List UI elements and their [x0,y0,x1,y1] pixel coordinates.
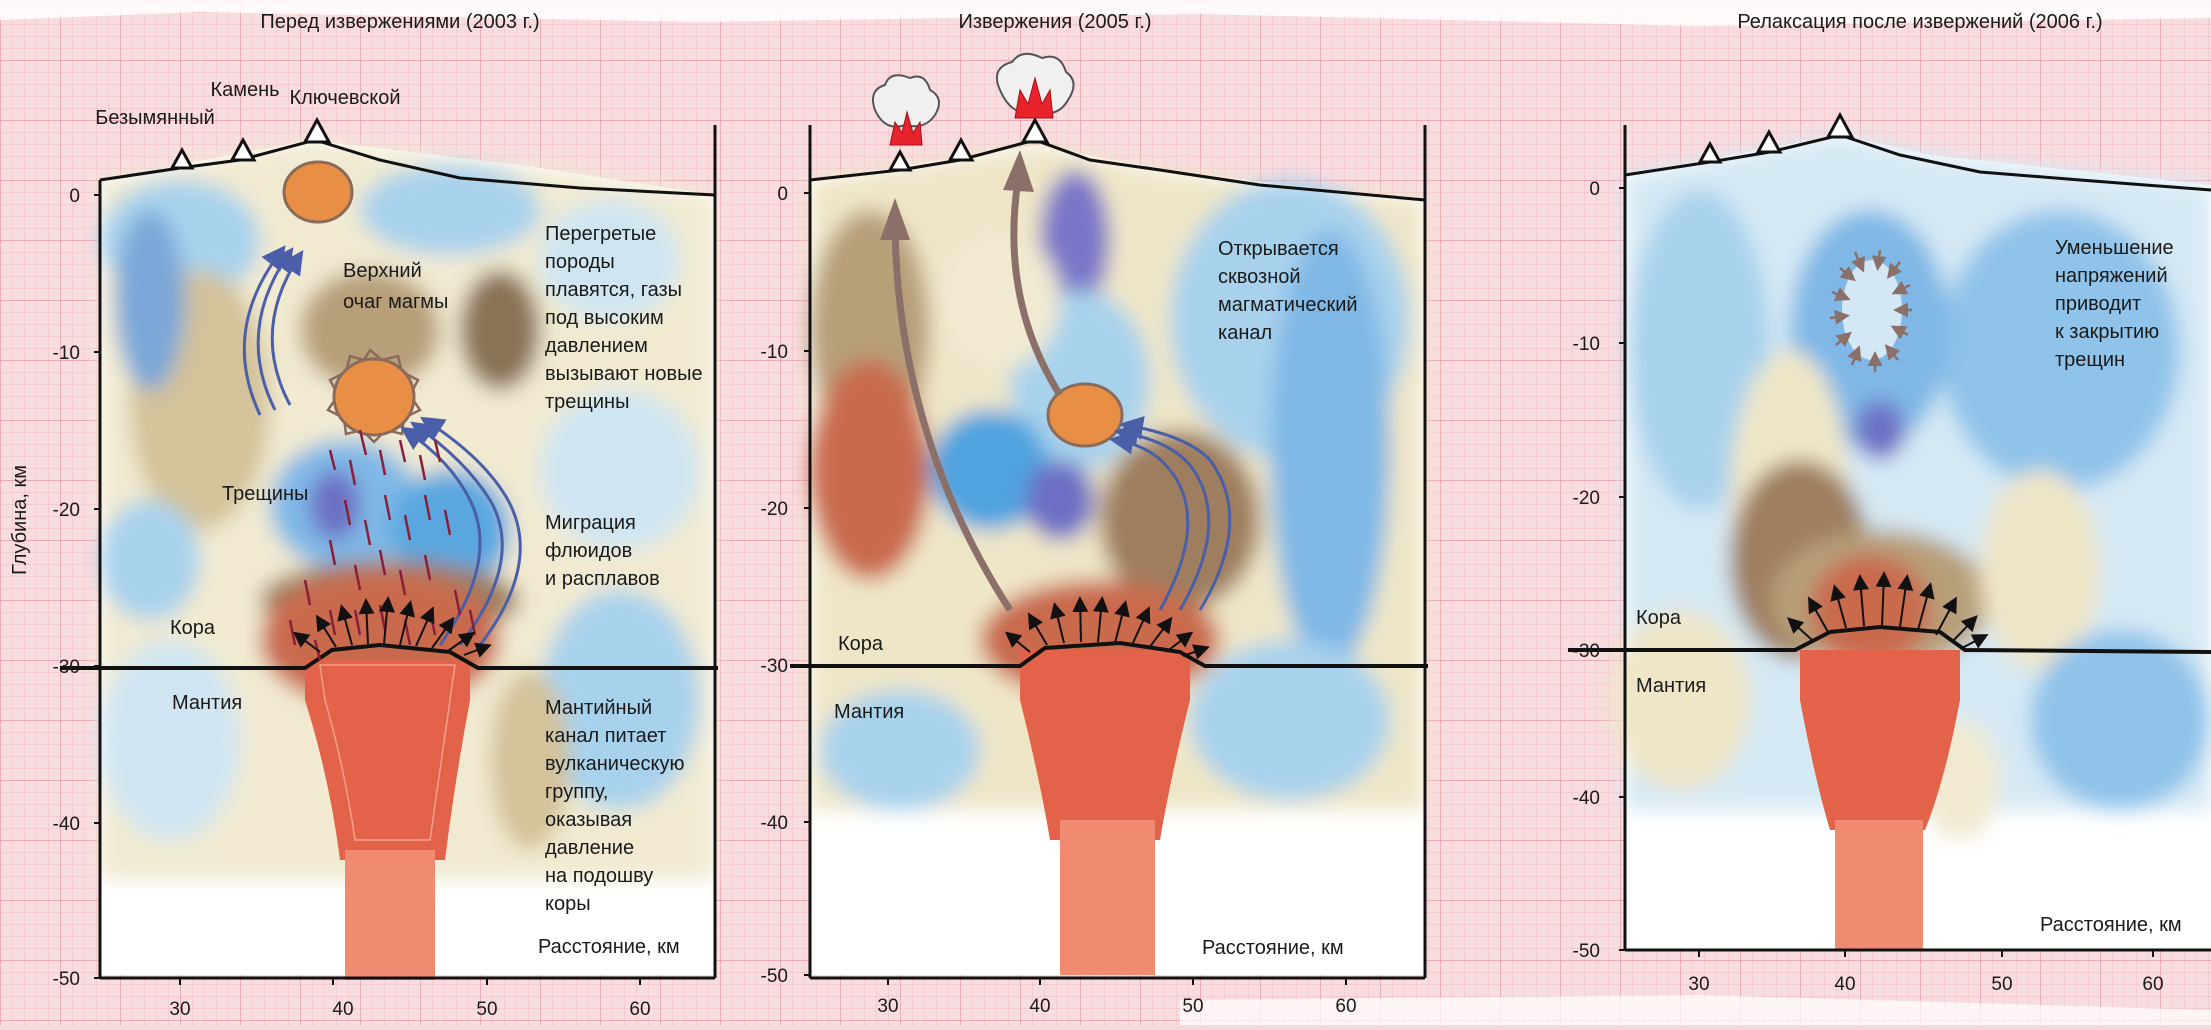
annotation-mantle: Мантия [1636,675,1706,697]
depth-tick-label: -20 [761,499,788,520]
distance-tick-label: 40 [1029,996,1050,1017]
annotation-mantle: Мантия [172,692,242,714]
distance-tick-label: 50 [1182,996,1203,1017]
volcano-name: Камень [210,79,279,101]
distance-tick-label: 30 [877,996,898,1017]
depth-tick-label: -10 [53,343,80,364]
volcano-name: Безымянный [95,107,215,129]
depth-axis-title: Глубина, км [9,465,31,575]
depth-tick-label: -30 [761,656,788,677]
depth-tick-label: 0 [1589,179,1600,200]
shallow-magma-chamber [284,162,352,222]
annotation-crust: Кора [1636,607,1682,629]
distance-tick-label: 60 [1335,996,1356,1017]
volcano-name: Ключевской [289,87,400,109]
distance-tick-label: 50 [1991,974,2012,995]
depth-tick-label: -20 [1573,488,1600,509]
distance-tick-label: 60 [2142,974,2163,995]
depth-tick-label: -30 [1573,641,1600,662]
distance-tick-label: 40 [1834,974,1855,995]
panel-title: Извержения (2005 г.) [958,11,1151,33]
depth-tick-label: -10 [1573,334,1600,355]
annotation-cracks: Трещины [222,483,308,505]
depth-tick-label: -10 [761,342,788,363]
depth-tick-label: -50 [761,966,788,987]
distance-tick-label: 50 [476,999,497,1020]
distance-tick-label: 30 [169,999,190,1020]
depth-tick-label: -20 [53,500,80,521]
annotation-crust: Кора [838,633,884,655]
depth-tick-label: -40 [1573,788,1600,809]
depth-tick-label: -50 [53,969,80,990]
depth-tick-label: -50 [1573,941,1600,962]
panel-title: Релаксация после извержений (2006 г.) [1737,11,2102,33]
annotation-mantle: Мантия [834,701,904,723]
depth-tick-label: -40 [53,814,80,835]
distance-tick-label: 30 [1688,974,1709,995]
panel-title: Перед извержениями (2003 г.) [260,11,539,33]
distance-axis-label: Расстояние, км [1202,937,1344,959]
distance-tick-label: 60 [629,999,650,1020]
distance-axis-label: Расстояние, км [538,936,680,958]
distance-tick-label: 40 [332,999,353,1020]
annotation-crust: Кора [170,617,216,639]
depth-tick-label: -40 [761,813,788,834]
depth-tick-label: 0 [69,186,80,207]
distance-axis-label: Расстояние, км [2040,914,2182,936]
depth-tick-label: -30 [53,657,80,678]
depth-tick-label: 0 [777,184,788,205]
velocity-anomaly-field [810,145,1425,975]
